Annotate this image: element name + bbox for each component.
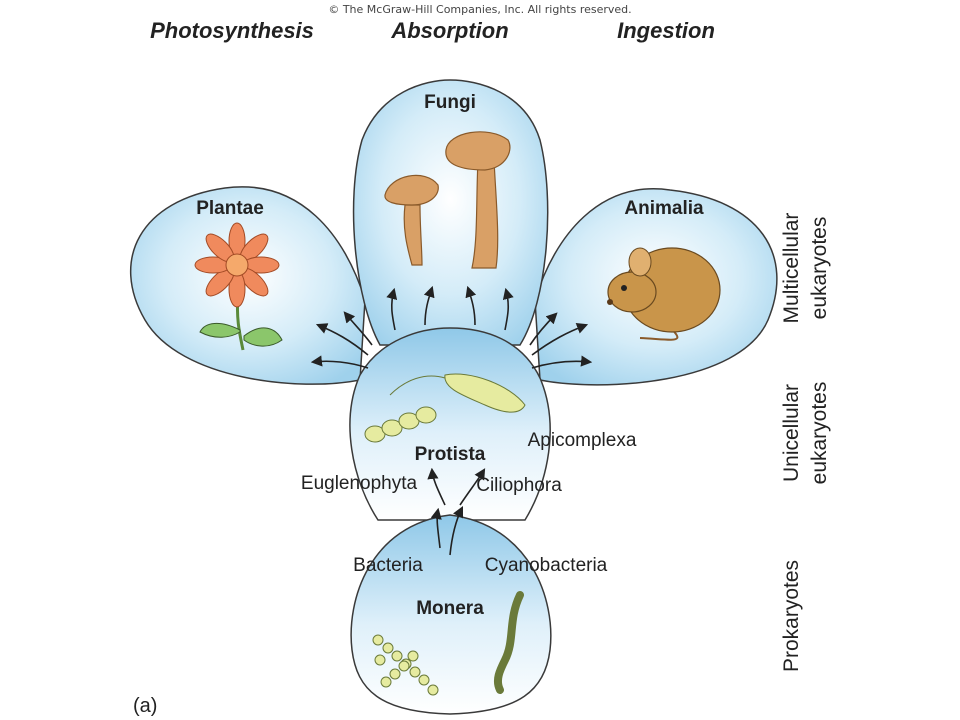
prokaryotes-label: Prokaryotes [780, 560, 803, 672]
fungi-lobe [352, 79, 549, 346]
absorption-label: Absorption [390, 18, 508, 43]
monera-label: Monera [416, 598, 484, 619]
cyanobacteria-label: Cyanobacteria [485, 555, 608, 576]
mushroom-icon [384, 131, 511, 269]
bacteria-label: Bacteria [353, 555, 423, 576]
euglenophyta-label: Euglenophyta [301, 473, 418, 494]
ingestion-label: Ingestion [617, 18, 715, 43]
mouse-icon [607, 247, 721, 341]
ciliophora-label: Ciliophora [476, 475, 562, 496]
apicomplexa-label: Apicomplexa [528, 430, 637, 451]
unicellular-label-line1: Unicellular [780, 384, 803, 482]
protist-cells-icon [364, 373, 526, 443]
fungi-label: Fungi [424, 92, 476, 113]
flower-icon [194, 222, 283, 351]
plantae-label: Plantae [196, 198, 264, 219]
photosynthesis-label: Photosynthesis [150, 18, 314, 43]
protista-lobe [349, 327, 551, 521]
bacteria-icon [372, 591, 524, 696]
multicellular-label-line1: Multicellular [780, 213, 803, 324]
panel-label: (a) [133, 695, 157, 717]
animalia-label: Animalia [624, 198, 704, 219]
evolution-arrows [310, 285, 593, 556]
copyright-notice: © The McGraw-Hill Companies, Inc. All ri… [328, 3, 631, 16]
protista-label: Protista [415, 444, 486, 465]
unicellular-label-line2: eukaryotes [808, 382, 831, 485]
multicellular-label-line2: eukaryotes [808, 217, 831, 320]
